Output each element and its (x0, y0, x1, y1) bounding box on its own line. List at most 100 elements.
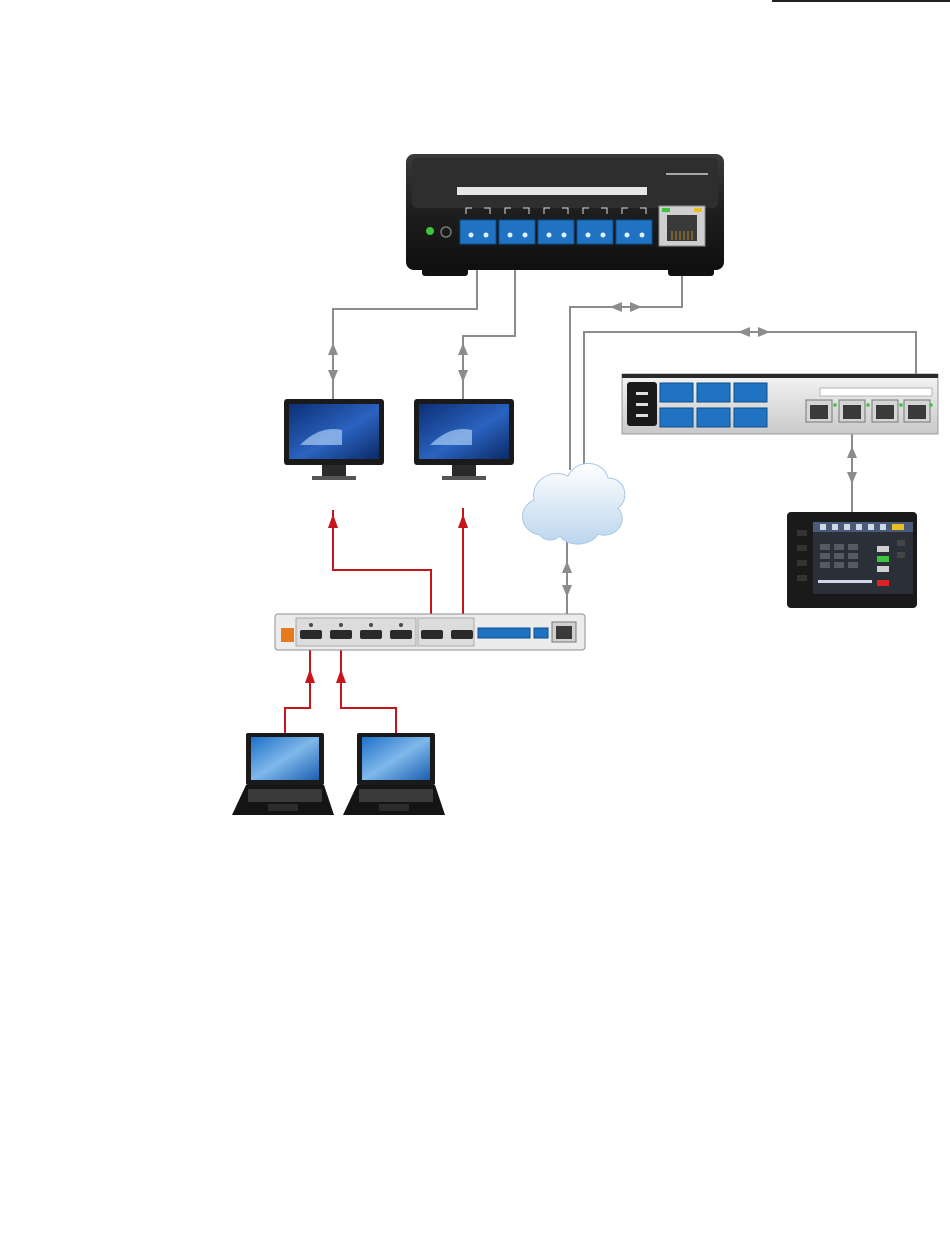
arrow-up (847, 446, 857, 458)
laptop-keyboard (359, 789, 433, 802)
ethernet-jack (843, 405, 861, 419)
control-arrows (328, 302, 857, 597)
keypad-key (848, 562, 858, 568)
port-led (866, 403, 870, 407)
display-neck (452, 465, 476, 477)
terminal-block (697, 383, 730, 402)
terminal-block (534, 628, 548, 638)
video-arrows (305, 514, 468, 683)
control-box-label-strip (457, 187, 647, 195)
hdmi-port (360, 630, 382, 639)
terminal-screw (484, 233, 489, 238)
laptop-keyboard (248, 789, 322, 802)
rs232-terminal-blocks (460, 220, 652, 244)
terminal-screw (508, 233, 513, 238)
panel-side-button (797, 560, 807, 566)
rack-label-area (820, 388, 932, 396)
terminal-block (478, 628, 530, 638)
power-led (426, 227, 434, 235)
menu-icon (832, 524, 838, 530)
line-laptop-2-switcher (341, 645, 396, 735)
keypad-key (834, 562, 844, 568)
panel-side-button (897, 552, 905, 558)
power-pin (636, 392, 648, 395)
port-led (833, 403, 837, 407)
menu-icon (880, 524, 886, 530)
terminal-screw (625, 233, 630, 238)
terminal-screw (640, 233, 645, 238)
display-1 (284, 399, 384, 480)
ethernet-led-green (662, 208, 670, 212)
hdmi-port (421, 630, 443, 639)
menu-icon (856, 524, 862, 530)
keypad-key (820, 562, 830, 568)
display-base (442, 476, 486, 480)
power-pin (636, 414, 648, 417)
display-base (312, 476, 356, 480)
terminal-screw (586, 233, 591, 238)
terminal-block (660, 383, 693, 402)
arrow-left (738, 327, 750, 337)
menu-icon (868, 524, 874, 530)
arrow-up (328, 343, 338, 355)
line-switcher-display-1 (333, 510, 431, 630)
arrow-right (630, 302, 642, 312)
port-led (399, 623, 403, 627)
switcher-terminal-blocks (478, 628, 548, 638)
arrow-down (847, 472, 857, 484)
keypad-key (834, 544, 844, 550)
terminal-block (577, 220, 613, 244)
port-led (339, 623, 343, 627)
terminal-block (616, 220, 652, 244)
ethernet-port (659, 206, 705, 246)
arrow-left (610, 302, 622, 312)
power-pin (636, 403, 648, 406)
arrow-up (458, 514, 468, 528)
ethernet-jack (556, 626, 572, 639)
terminal-screw (562, 233, 567, 238)
line-box-network (570, 247, 682, 470)
control-box-top-face (412, 158, 718, 208)
ethernet-led-yellow (694, 208, 702, 212)
arrow-down (458, 370, 468, 382)
arrow-right (758, 327, 770, 337)
hdmi-port (390, 630, 412, 639)
panel-side-button (897, 540, 905, 546)
terminal-block (538, 220, 574, 244)
control-box (406, 154, 724, 276)
laptop-touchpad (268, 804, 298, 811)
keypad (820, 544, 858, 568)
arrow-up (562, 561, 572, 573)
panel-side-button (797, 530, 807, 536)
panel-button (877, 546, 889, 552)
display-2 (414, 399, 514, 480)
hdmi-port (300, 630, 322, 639)
laptop-touchpad (379, 804, 409, 811)
ethernet-jack (810, 405, 828, 419)
hdmi-switcher (275, 614, 585, 650)
laptop-screen (251, 737, 319, 780)
network-cloud (523, 463, 625, 544)
laptop-screen (362, 737, 430, 780)
display-neck (322, 465, 346, 477)
rack-processor (622, 374, 938, 434)
terminal-block (734, 408, 767, 427)
line-laptop-1-switcher (285, 645, 310, 735)
port-led (369, 623, 373, 627)
arrow-up (328, 514, 338, 528)
keypad-key (834, 553, 844, 559)
ethernet-jack (876, 405, 894, 419)
menu-icon (844, 524, 850, 530)
arrow-down (562, 585, 572, 597)
arrow-up (336, 669, 346, 683)
menu-icon-active (892, 524, 904, 530)
keypad-key (820, 553, 830, 559)
keypad-key (848, 553, 858, 559)
port-led (309, 623, 313, 627)
panel-button-red (877, 580, 889, 586)
laptop-1 (232, 733, 334, 815)
keypad-key (848, 544, 858, 550)
panel-side-button (797, 575, 807, 581)
power-connector (281, 628, 294, 642)
